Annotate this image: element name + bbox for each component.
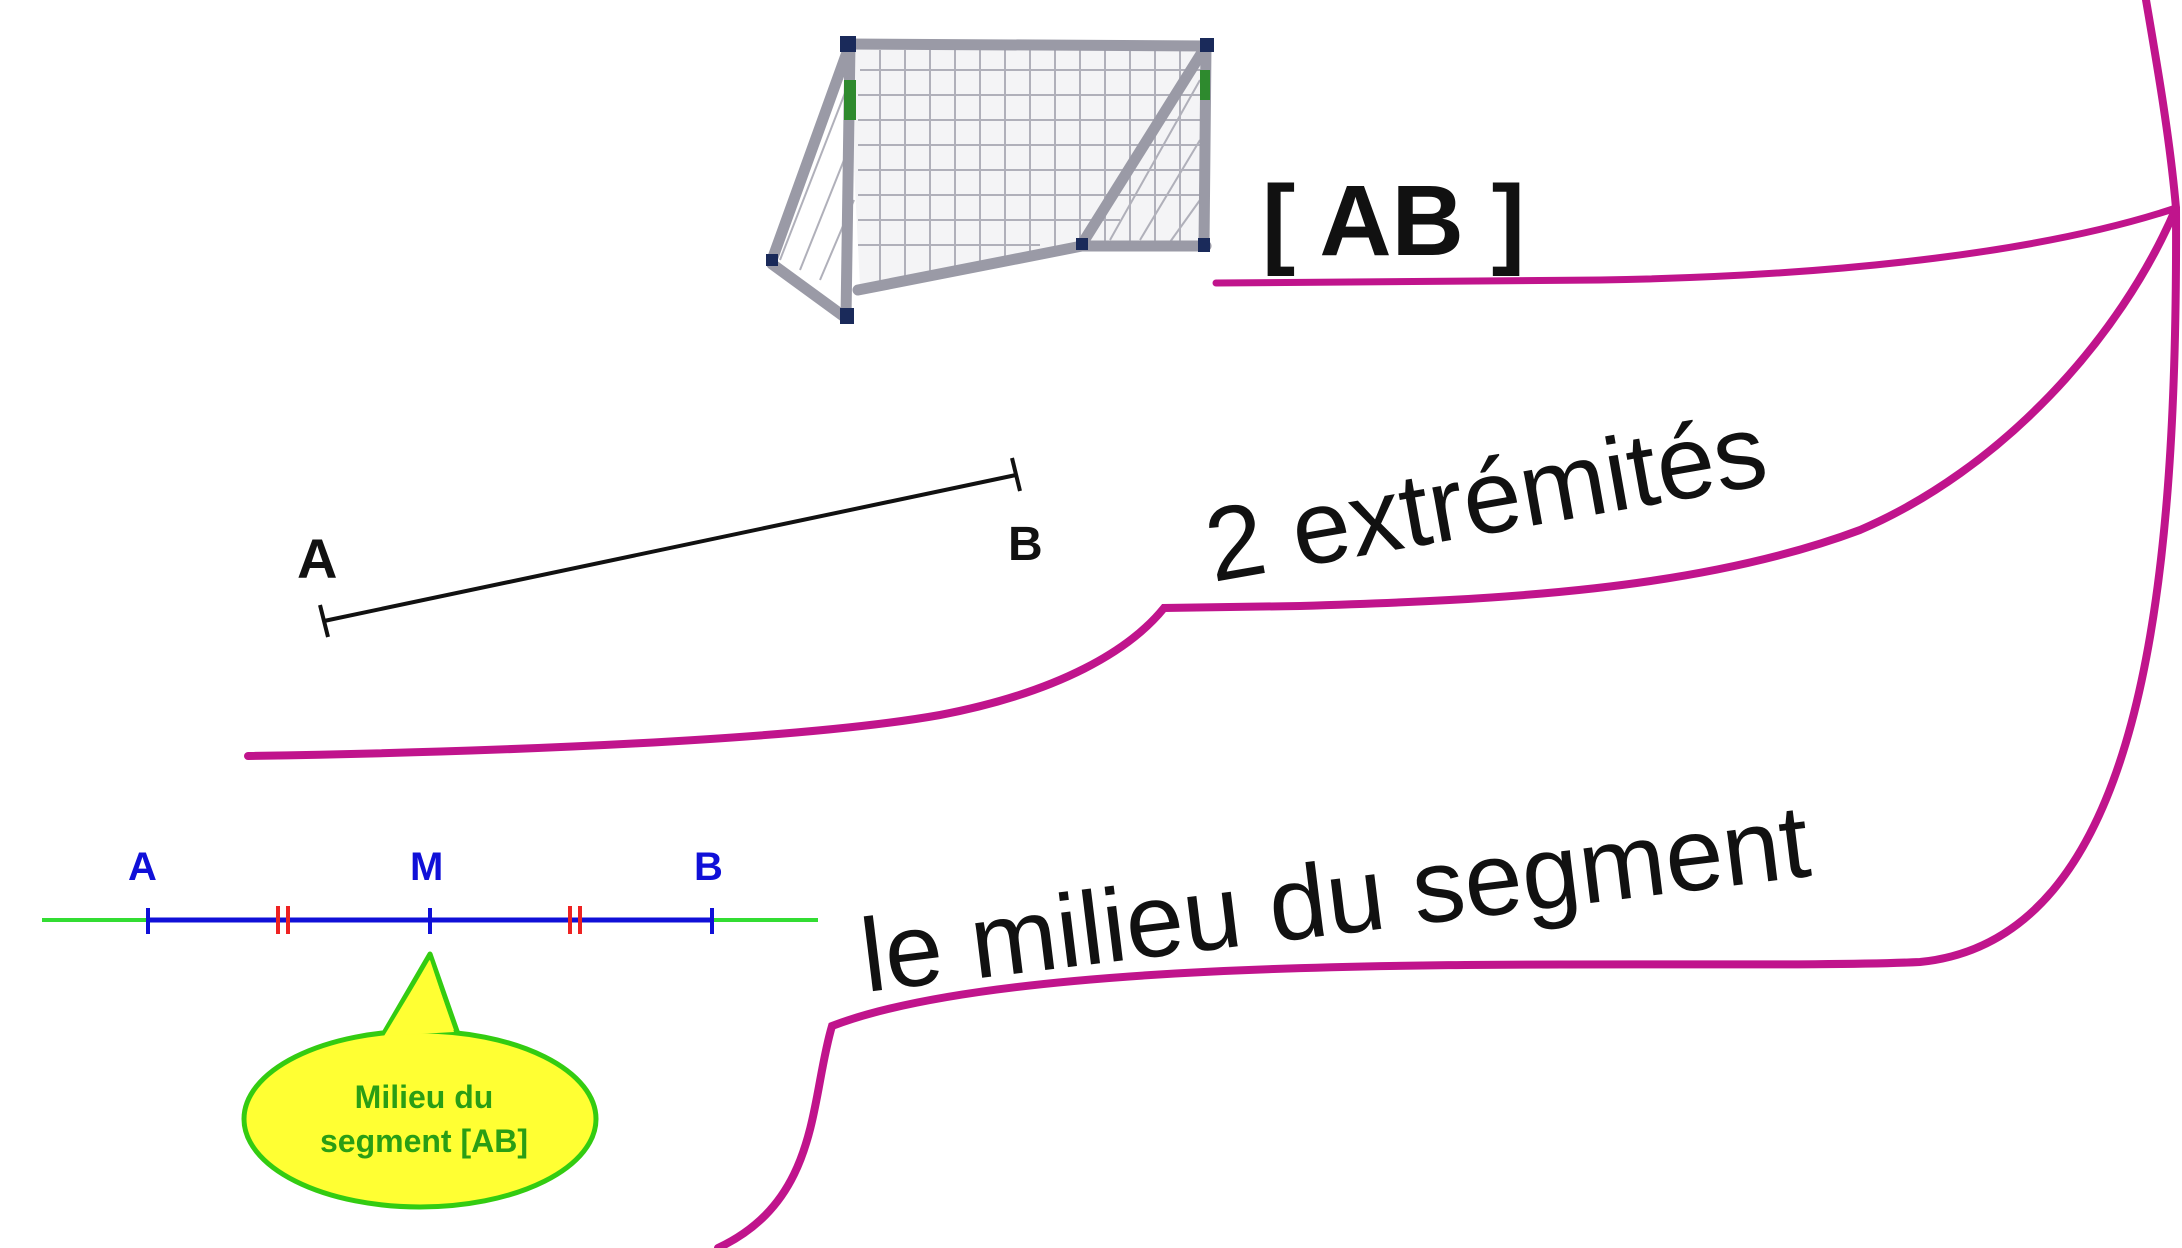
soccer-goal-icon [766, 36, 1214, 324]
point-label-a: A [128, 845, 157, 889]
endpoint-label-b: B [1008, 518, 1043, 571]
point-label-b: B [694, 845, 723, 889]
midpoint-callout: Milieu du segment [AB] [241, 951, 599, 1210]
midpoint-figure: A M B Milieu du segment [AB] [42, 845, 818, 1210]
callout-line-2: segment [AB] [320, 1123, 528, 1159]
branch-label-ab: [ AB ] [1262, 165, 1525, 277]
endpoint-label-a: A [297, 527, 337, 590]
equal-marks-left [276, 906, 290, 934]
branch-line-1 [1212, 204, 2180, 287]
segment-ab-line [323, 473, 1017, 623]
segment-figure: A B [297, 457, 1043, 638]
callout-line-1: Milieu du [355, 1079, 494, 1115]
tick-b [1010, 457, 1022, 492]
point-label-m: M [410, 845, 443, 889]
equal-marks-right [568, 906, 582, 934]
tick-a [318, 604, 330, 638]
branch-line-2 [244, 204, 2180, 760]
branch-label-milieu: le milieu du segment [855, 783, 1816, 1014]
